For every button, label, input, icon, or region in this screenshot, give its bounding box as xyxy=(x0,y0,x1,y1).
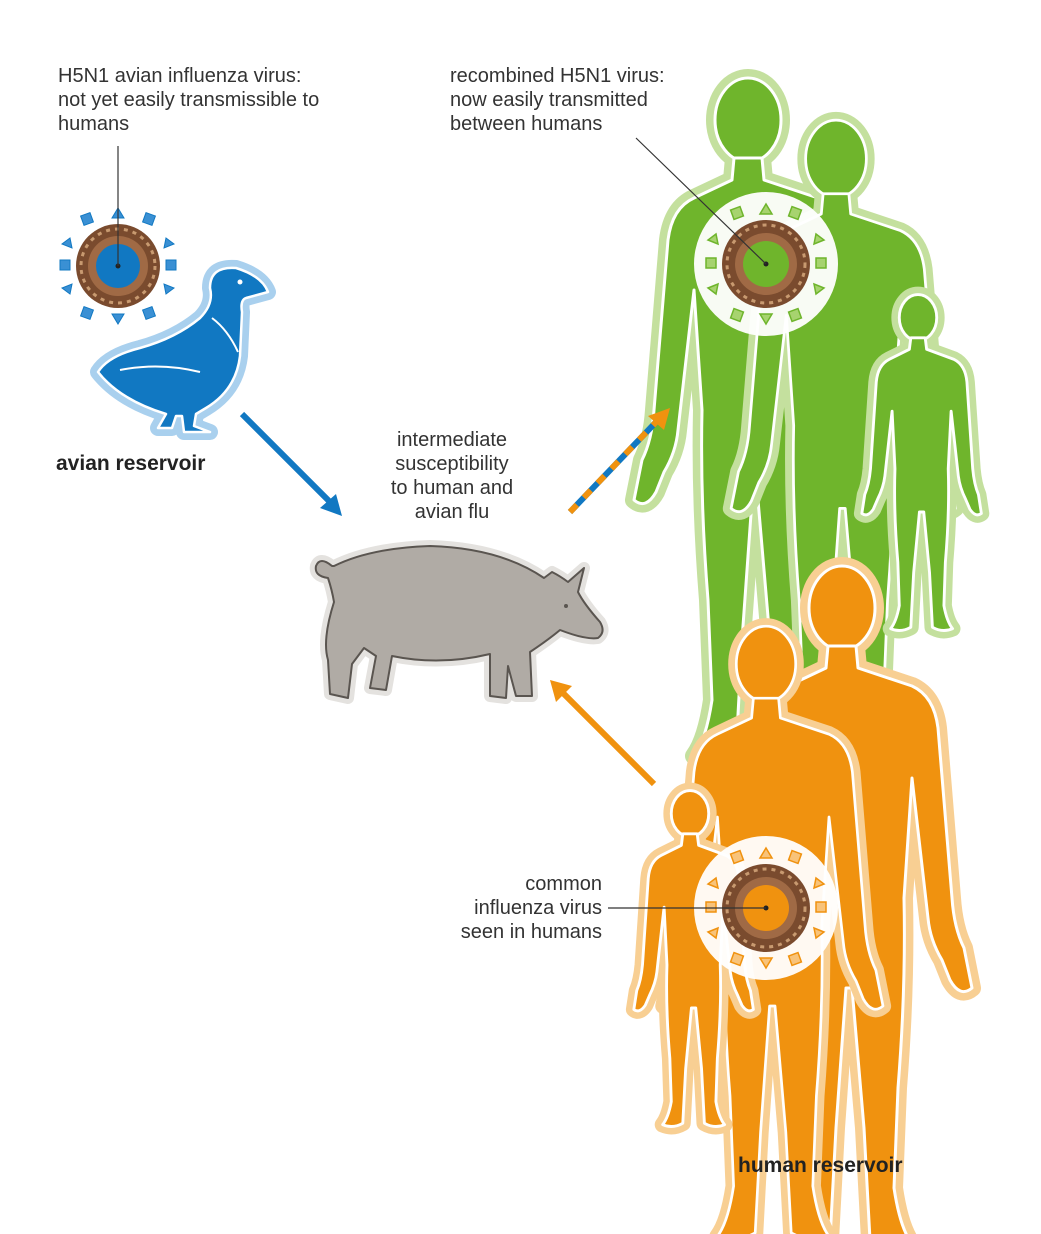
recombined-caption-leader xyxy=(635,137,767,265)
caption-line: now easily transmitted xyxy=(450,89,648,111)
duck-icon xyxy=(90,259,276,440)
arrow-orange-humans-to-pig xyxy=(550,680,657,787)
pig-icon xyxy=(309,540,609,704)
caption-line: H5N1 avian influenza virus: xyxy=(58,65,302,87)
avian-virus-caption: H5N1 avian influenza virus: not yet easi… xyxy=(58,64,319,136)
caption-line: humans xyxy=(58,113,130,135)
caption-line: common xyxy=(525,873,602,895)
arrow-pig-to-green-humans xyxy=(567,408,670,515)
caption-line: not yet easily transmissible to xyxy=(58,89,320,111)
green-human-group xyxy=(634,78,981,759)
caption-line: seen in humans xyxy=(460,921,602,943)
arrow-duck-to-pig xyxy=(239,411,342,516)
recombined-virus-caption: recombined H5N1 virus: now easily transm… xyxy=(450,64,665,136)
caption-line: to human and xyxy=(390,477,514,499)
caption-line: intermediate xyxy=(396,429,508,451)
caption-line: influenza virus xyxy=(474,897,602,919)
avian-reservoir-label: avian reservoir xyxy=(56,452,206,475)
caption-line: avian flu xyxy=(414,501,490,523)
caption-line: between humans xyxy=(450,113,603,135)
caption-line: susceptibility xyxy=(395,453,509,475)
human-reservoir-label: human reservoir xyxy=(738,1154,903,1177)
common-virus-caption: common influenza virus seen in humans xyxy=(400,872,602,944)
intermediate-caption: intermediate susceptibility to human and… xyxy=(352,428,552,524)
caption-line: recombined H5N1 virus: xyxy=(450,65,665,87)
